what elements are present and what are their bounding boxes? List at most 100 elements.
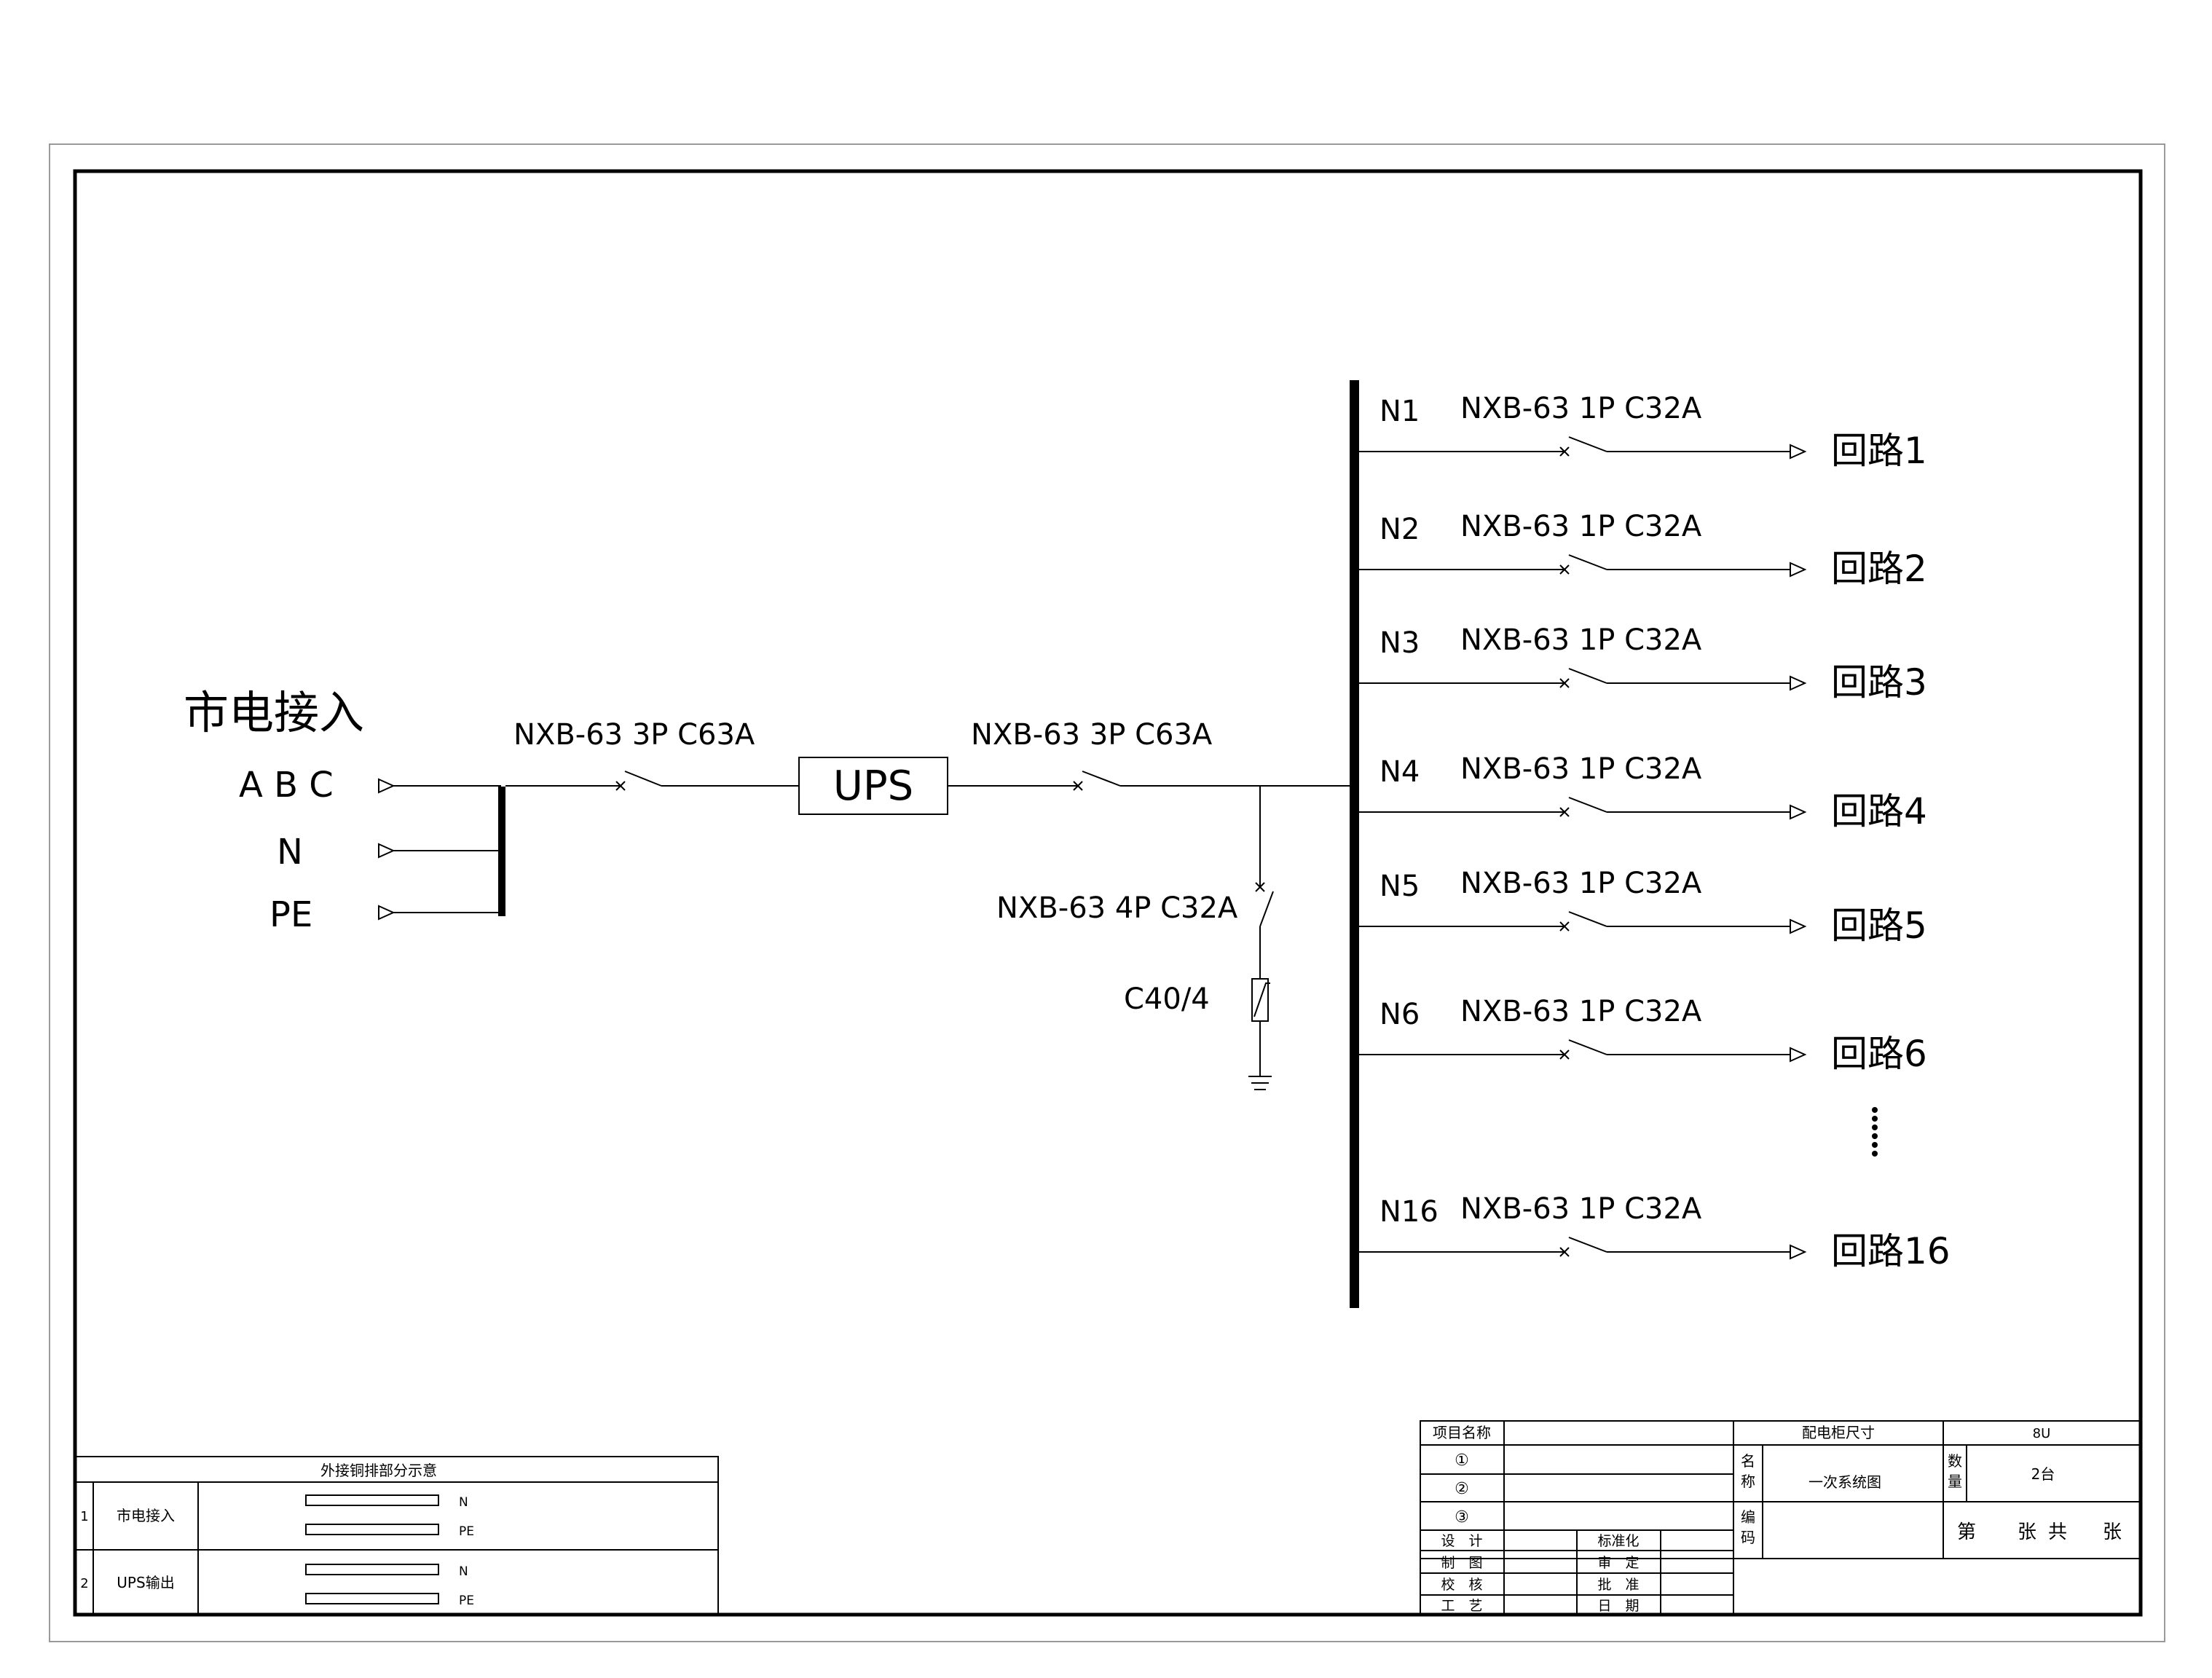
- circuit-name: 回路6: [1831, 1033, 1927, 1075]
- circuit-breaker-label: NXB-63 1P C32A: [1460, 1192, 1702, 1226]
- circuit-breaker-cross: [1559, 1247, 1570, 1257]
- ups-label: UPS: [833, 763, 913, 810]
- busbar-row1-name: 市电接入: [117, 1507, 175, 1524]
- circuit-breaker-blade: [1568, 554, 1607, 570]
- circuit-breaker-label: NXB-63 1P C32A: [1460, 995, 1702, 1028]
- drawing-name: 一次系统图: [1808, 1473, 1881, 1491]
- bar-row1-pe: [305, 1524, 439, 1535]
- circuit-id: N3: [1379, 626, 1420, 660]
- bar-row2-pe: [305, 1593, 439, 1604]
- code-label-1: 编: [1741, 1508, 1755, 1526]
- circuit-name: 回路3: [1831, 661, 1927, 704]
- inner-frame: [73, 169, 2143, 1617]
- circuit-name: 回路16: [1831, 1230, 1951, 1272]
- circuit-name: 回路4: [1831, 790, 1927, 832]
- qty-label-1: 数: [1948, 1452, 1962, 1470]
- busbar-row2-bar2: PE: [459, 1594, 474, 1608]
- project-name-label: 项目名称: [1433, 1424, 1491, 1441]
- circuit-breaker-blade: [1568, 668, 1607, 684]
- circuit-breaker-blade: [1568, 436, 1607, 452]
- circuit-terminal-arrow: [1790, 804, 1807, 820]
- output-breaker-label: NXB-63 3P C63A: [971, 718, 1213, 752]
- spd-breaker-cross-b: [1255, 882, 1265, 892]
- terminal-arrow-pe: [378, 905, 395, 921]
- spd-breaker-blade: [1259, 891, 1274, 927]
- circuit-name: 回路2: [1831, 548, 1927, 590]
- busbar-table-title: 外接铜排部分示意: [320, 1462, 437, 1479]
- source-section: 市电接入 A B C N PE: [184, 686, 505, 935]
- circuit-terminal-arrow: [1790, 918, 1807, 934]
- project-row-3: ③: [1455, 1508, 1469, 1527]
- circuit-breaker-blade: [1568, 1237, 1607, 1253]
- busbar-row1-no: 1: [80, 1509, 88, 1524]
- circuit-breaker-blade: [1568, 1039, 1607, 1055]
- circuit-terminal-arrow: [1790, 562, 1807, 578]
- spd-breaker-label: NXB-63 4P C32A: [996, 891, 1238, 925]
- sheet-label-4: 张: [2103, 1521, 2122, 1543]
- cabinet-size-label: 配电柜尺寸: [1802, 1424, 1875, 1441]
- role-design: 设 计: [1441, 1533, 1482, 1549]
- project-row-1: ①: [1455, 1451, 1469, 1470]
- sheet-label-1: 第: [1957, 1521, 1976, 1543]
- code-label-2: 码: [1741, 1529, 1755, 1546]
- role-approve: 批 准: [1597, 1577, 1639, 1593]
- circuit-id: N6: [1379, 998, 1420, 1031]
- busbar-row2-bar1: N: [459, 1564, 468, 1579]
- circuit-id: N16: [1379, 1195, 1438, 1229]
- busbar-row1-bar1: N: [459, 1495, 468, 1510]
- circuit-breaker-cross: [1559, 921, 1570, 931]
- phase-label: A B C: [239, 765, 334, 805]
- circuit-breaker-label: NXB-63 1P C32A: [1460, 867, 1702, 900]
- circuit-terminal-arrow: [1790, 1244, 1807, 1260]
- spd-varistor-stroke: [1253, 982, 1270, 1017]
- circuit-breaker-label: NXB-63 1P C32A: [1460, 510, 1702, 543]
- qty-value: 2台: [2031, 1465, 2055, 1483]
- circuit-id: N4: [1379, 755, 1420, 789]
- circuit-breaker-label: NXB-63 1P C32A: [1460, 392, 1702, 425]
- role-standard: 标准化: [1597, 1533, 1639, 1549]
- circuit-id: N5: [1379, 870, 1420, 903]
- source-title: 市电接入: [184, 686, 364, 739]
- circuit-breaker-label: NXB-63 1P C32A: [1460, 752, 1702, 786]
- busbar-table: [74, 1456, 719, 1615]
- circuit-breaker-label: NXB-63 1P C32A: [1460, 623, 1702, 657]
- title-block: [1420, 1420, 2141, 1615]
- busbar-row1-bar2: PE: [459, 1524, 474, 1539]
- circuit-breaker-cross: [1559, 446, 1570, 457]
- circuit-name: 回路1: [1831, 430, 1927, 472]
- neutral-label: N: [277, 832, 303, 873]
- circuit-breaker-blade: [1568, 797, 1607, 813]
- earth-label: PE: [269, 894, 312, 935]
- terminal-arrow-abc: [378, 778, 395, 794]
- qty-label-2: 量: [1948, 1473, 1962, 1490]
- circuit-terminal-arrow: [1790, 1047, 1807, 1063]
- circuit-breaker-cross: [1559, 807, 1570, 817]
- bar-row2-n: [305, 1564, 439, 1575]
- role-check: 校 核: [1441, 1577, 1482, 1593]
- name-label-2: 称: [1741, 1473, 1755, 1490]
- role-process: 工 艺: [1441, 1598, 1482, 1614]
- circuit-id: N1: [1379, 395, 1420, 428]
- project-row-2: ②: [1455, 1480, 1469, 1498]
- busbar-row2-no: 2: [80, 1576, 88, 1591]
- role-review: 审 定: [1597, 1555, 1639, 1571]
- output-breaker-blade: [1082, 771, 1121, 787]
- circuit-breaker-cross: [1559, 678, 1570, 688]
- sheet-label-3: 共: [2048, 1521, 2067, 1543]
- outer-frame: [49, 143, 2165, 1642]
- main-line: NXB-63 3P C63A UPS NXB-63 3P C63A NXB-63…: [505, 718, 1352, 1090]
- spd-label: C40/4: [1124, 982, 1210, 1016]
- output-breaker-cross-b: [1073, 781, 1083, 791]
- output-busbar: [1350, 380, 1359, 1308]
- circuit-breaker-blade: [1568, 911, 1607, 927]
- busbar-row2-name: UPS输出: [117, 1574, 174, 1591]
- role-draw: 制 图: [1441, 1555, 1482, 1571]
- continuation-dots: [1872, 1107, 1878, 1157]
- circuit-name: 回路5: [1831, 905, 1927, 947]
- circuit-id: N2: [1379, 513, 1420, 546]
- name-label-1: 名: [1741, 1452, 1755, 1470]
- circuit-breaker-cross: [1559, 564, 1570, 575]
- sheet-label-2: 张: [2018, 1521, 2036, 1543]
